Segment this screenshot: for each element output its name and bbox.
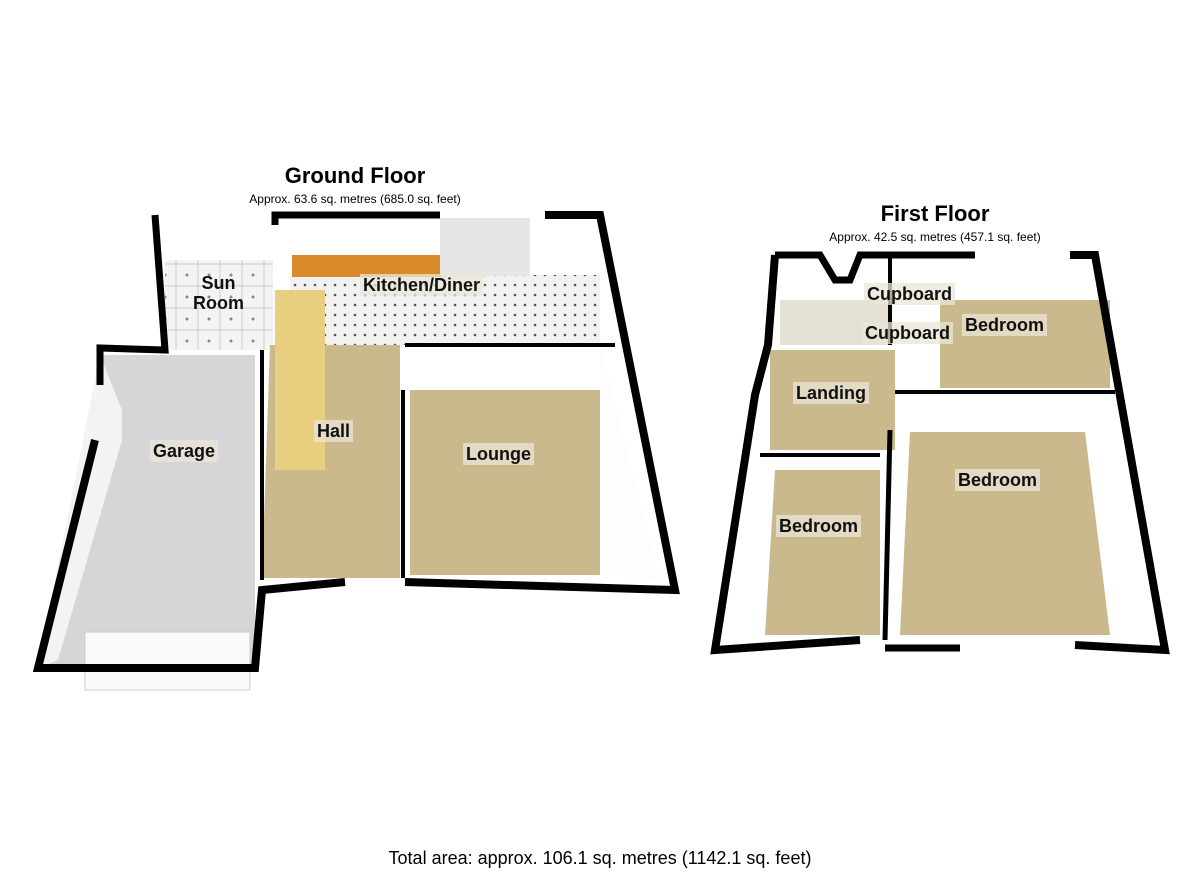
first-outer-wall-left [710, 254, 861, 655]
bedroom-main-floor [900, 432, 1110, 635]
garage-outer-wall [32, 439, 346, 672]
ground-outer-wall-right [404, 211, 680, 595]
stairs [275, 290, 325, 470]
room-label-cupboard-2: Cupboard [862, 322, 953, 344]
lounge-wall [600, 345, 660, 580]
ground-outer-wall [96, 214, 169, 385]
first-outer-wall [775, 251, 975, 284]
room-label-sun-room: Sun Room [190, 272, 247, 314]
sun-room-floor [165, 260, 273, 350]
room-label-garage: Garage [150, 440, 219, 462]
room-label-hall: Hall [314, 420, 354, 442]
lounge-floor [410, 390, 600, 575]
ground-outer-wall-top [271, 211, 440, 225]
ground-floor-plan [32, 211, 680, 691]
sun-room-line2: Room [193, 293, 244, 313]
total-area: Total area: approx. 106.1 sq. metres (11… [388, 848, 812, 868]
first-outer-wall-right [1070, 251, 1170, 655]
bedroom-left-floor [765, 470, 880, 635]
room-label-bedroom-top: Bedroom [962, 314, 1048, 336]
sun-room-line1: Sun [201, 273, 236, 293]
ground-floor-area: Approx. 63.6 sq. metres (685.0 sq. feet) [249, 192, 461, 206]
garage-door [84, 631, 251, 691]
room-label-bedroom-left: Bedroom [776, 515, 862, 537]
first-floor-title: First Floor [880, 201, 990, 226]
room-label-landing: Landing [793, 382, 869, 404]
kitchen-worktop [292, 255, 442, 277]
ground-floor-title: Ground Floor [284, 163, 426, 188]
room-label-lounge: Lounge [463, 443, 534, 465]
first-floor-area: Approx. 42.5 sq. metres (457.1 sq. feet) [829, 230, 1041, 244]
room-label-cupboard-1: Cupboard [864, 283, 955, 305]
room-label-kitchen: Kitchen/Diner [360, 274, 484, 296]
inner-wall [882, 429, 893, 641]
first-floor-plan [710, 251, 1170, 655]
room-label-bedroom-main: Bedroom [955, 469, 1041, 491]
kitchen-units [440, 218, 530, 276]
